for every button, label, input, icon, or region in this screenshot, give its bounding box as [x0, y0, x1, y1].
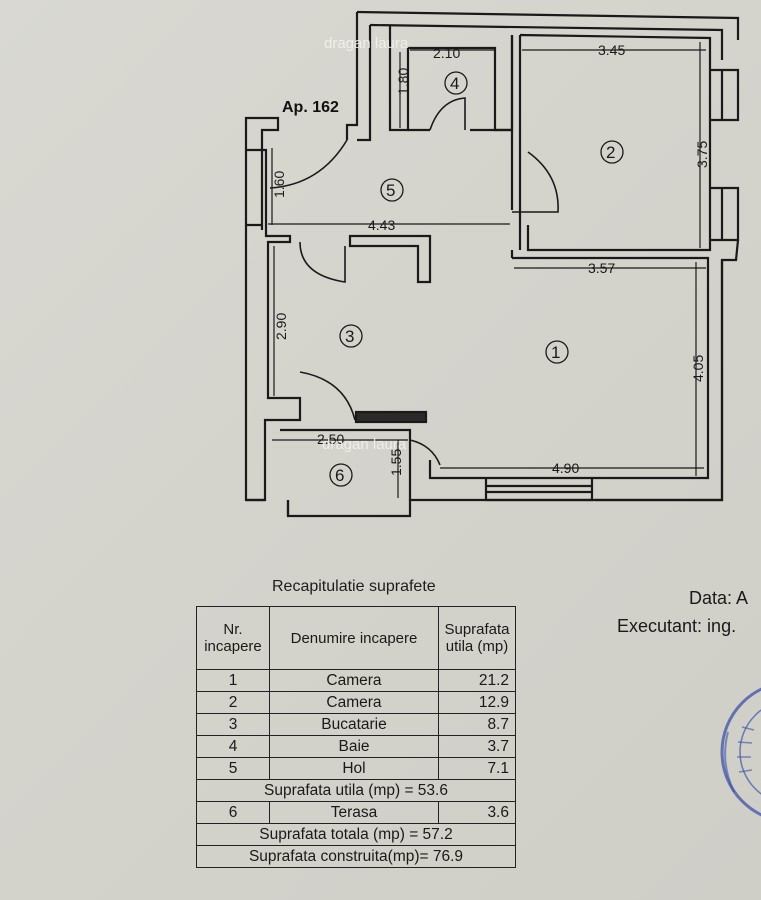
dim-label: 4.05 [690, 355, 706, 382]
dim-label: 4.90 [552, 460, 579, 476]
official-stamp [720, 687, 761, 817]
room-number: 6 [335, 466, 344, 485]
door-terrace [299, 371, 356, 421]
useful-total-cell: Suprafata utila (mp) = 53.6 [196, 779, 516, 802]
room-name-cell: Baie [269, 735, 439, 758]
wall-room1 [428, 256, 710, 480]
wall-terrace [280, 428, 412, 500]
dim-label: 2.10 [433, 45, 460, 61]
door-terrace-2 [409, 439, 441, 466]
room-area-cell: 3.6 [438, 801, 516, 824]
header-useful-area: Suprafata utila (mp) [438, 606, 516, 670]
summary-title: Recapitulatie suprafete [272, 578, 436, 595]
dim-label: 4.43 [368, 217, 395, 233]
wall-left-top [345, 12, 372, 142]
room-nr-cell: 3 [196, 713, 270, 736]
dim-label: 3.45 [598, 42, 625, 58]
room-name-cell: Bucatarie [269, 713, 439, 736]
room-area-cell: 3.7 [438, 735, 516, 758]
door-bathroom [429, 97, 466, 131]
built-cell: Suprafata construita(mp)= 76.9 [196, 845, 516, 868]
dim-label: 3.75 [694, 141, 710, 168]
table-row: 5 Hol 7.1 [196, 757, 516, 780]
header-room-number: Nr. incapere [196, 606, 270, 670]
executant-label: Executant: ing. [617, 616, 737, 636]
window-bottom [484, 478, 594, 502]
room-nr-cell: 6 [196, 801, 270, 824]
room-name-cell: Hol [269, 757, 439, 780]
wall-room2 [518, 33, 712, 252]
door-room2 [512, 151, 559, 213]
room-name-cell: Camera [269, 669, 439, 692]
door-kitchen [299, 241, 346, 283]
door-entrance [269, 139, 348, 189]
room-number: 5 [386, 181, 395, 200]
dim-label: 1.80 [395, 68, 411, 95]
table-row: 4 Baie 3.7 [196, 735, 516, 758]
room-number: 3 [345, 327, 354, 346]
room-nr-cell: 2 [196, 691, 270, 714]
table-header-row: Nr. incapere Denumire incapere Suprafata… [196, 606, 516, 670]
window-right-1 [710, 68, 740, 122]
room-nr-cell: 5 [196, 757, 270, 780]
wall-bottom [246, 498, 290, 516]
room-name-cell: Camera [269, 691, 439, 714]
outer-wall-inner [369, 23, 724, 60]
useful-total-row: Suprafata utila (mp) = 53.6 [196, 779, 516, 802]
room-nr-cell: 1 [196, 669, 270, 692]
dim-label: 2.50 [317, 431, 344, 447]
room-area-cell: 21.2 [438, 669, 516, 692]
apartment-label: Ap. 162 [282, 99, 339, 116]
window-right-2 [710, 186, 740, 242]
table-row: 2 Camera 12.9 [196, 691, 516, 714]
outer-wall [356, 10, 740, 502]
table-row: 3 Bucatarie 8.7 [196, 713, 516, 736]
table-row: 6 Terasa 3.6 [196, 801, 516, 824]
area-summary-table: Nr. incapere Denumire incapere Suprafata… [196, 606, 516, 868]
table-row: 1 Camera 21.2 [196, 669, 516, 692]
room-markers: 1 2 3 4 5 6 [329, 71, 624, 487]
watermark: dragan laura [322, 436, 407, 453]
room-name-cell: Terasa [269, 801, 439, 824]
date-label: Data: A [689, 588, 749, 608]
floor-plan: 2.10 1.80 3.45 3.75 1.60 4.43 3.57 2.90 … [244, 10, 740, 518]
dim-label: 2.90 [273, 313, 289, 340]
dim-label: 1.60 [271, 171, 287, 198]
room-area-cell: 12.9 [438, 691, 516, 714]
window-left [246, 148, 262, 227]
room-area-cell: 7.1 [438, 757, 516, 780]
total-cell: Suprafata totala (mp) = 57.2 [196, 823, 516, 846]
room-area-cell: 8.7 [438, 713, 516, 736]
kitchen-counter [354, 410, 428, 424]
wall-left [244, 116, 302, 502]
wall-kitchen-partition [348, 234, 432, 284]
dim-label: 1.55 [388, 449, 404, 476]
room-number: 2 [606, 143, 615, 162]
total-row: Suprafata totala (mp) = 57.2 [196, 823, 516, 846]
built-row: Suprafata construita(mp)= 76.9 [196, 845, 516, 868]
room-number: 4 [450, 74, 459, 93]
room-number: 1 [551, 343, 560, 362]
header-room-name: Denumire incapere [269, 606, 439, 670]
dim-label: 3.57 [588, 260, 615, 276]
room-nr-cell: 4 [196, 735, 270, 758]
watermark: dragan laura [324, 35, 409, 52]
